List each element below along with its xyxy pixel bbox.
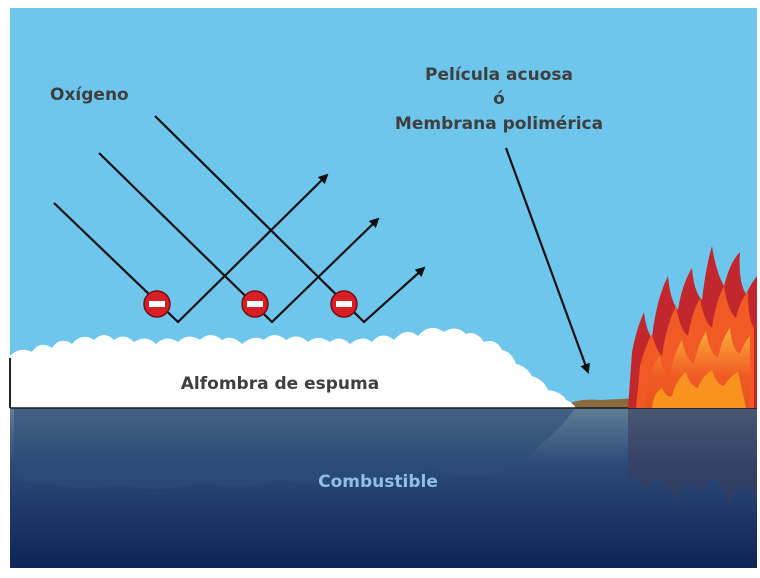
oxygen-arrow-1 (53, 173, 329, 324)
film-pointer-arrow (504, 147, 590, 374)
foam-blanket (10, 327, 576, 408)
no-entry-icon (330, 290, 358, 318)
oxygen-label: Oxígeno (50, 85, 129, 105)
film-label-line3: Membrana polimérica (395, 114, 603, 134)
no-entry-icon (143, 290, 171, 318)
film-label-line1: Película acuosa (425, 65, 573, 85)
aqueous-film (560, 398, 640, 408)
flame-reflection (628, 408, 757, 505)
film-label-line2: ó (493, 89, 505, 109)
foam-reflection (14, 408, 575, 490)
foam-label: Alfombra de espuma (181, 374, 379, 394)
fuel-label: Combustible (318, 472, 438, 492)
fire-icon (628, 246, 757, 408)
oxygen-arrow-2 (98, 152, 380, 324)
no-entry-icon (241, 290, 269, 318)
oxygen-arrow-3 (154, 115, 426, 324)
oxygen-arrows (53, 115, 426, 324)
